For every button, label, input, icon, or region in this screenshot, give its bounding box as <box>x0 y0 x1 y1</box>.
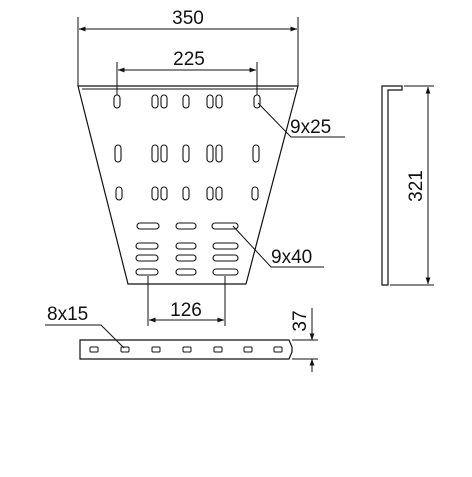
strip-slots <box>89 346 283 353</box>
dim-label-321: 321 <box>406 170 427 202</box>
vertical-slots <box>113 94 261 201</box>
side-view <box>381 85 403 286</box>
dim-label-37: 37 <box>290 310 311 331</box>
dimension-side-height <box>292 308 318 372</box>
label-8x15: 8x15 <box>47 304 88 325</box>
dimension-bottom-span <box>147 276 226 326</box>
leader-8x15 <box>45 324 125 349</box>
leader-9x40 <box>232 225 324 268</box>
dimension-top-width <box>77 17 299 86</box>
leader-9x25 <box>257 102 345 138</box>
horizontal-slots <box>135 222 239 276</box>
plate-top-view <box>77 85 299 285</box>
dim-label-225: 225 <box>173 49 205 70</box>
dimension-height <box>390 85 434 286</box>
dimension-inner-span <box>116 62 258 95</box>
dim-label-350: 350 <box>172 8 204 29</box>
label-9x25: 9x25 <box>290 117 331 138</box>
dim-label-126: 126 <box>170 300 202 321</box>
label-9x40: 9x40 <box>271 247 312 268</box>
